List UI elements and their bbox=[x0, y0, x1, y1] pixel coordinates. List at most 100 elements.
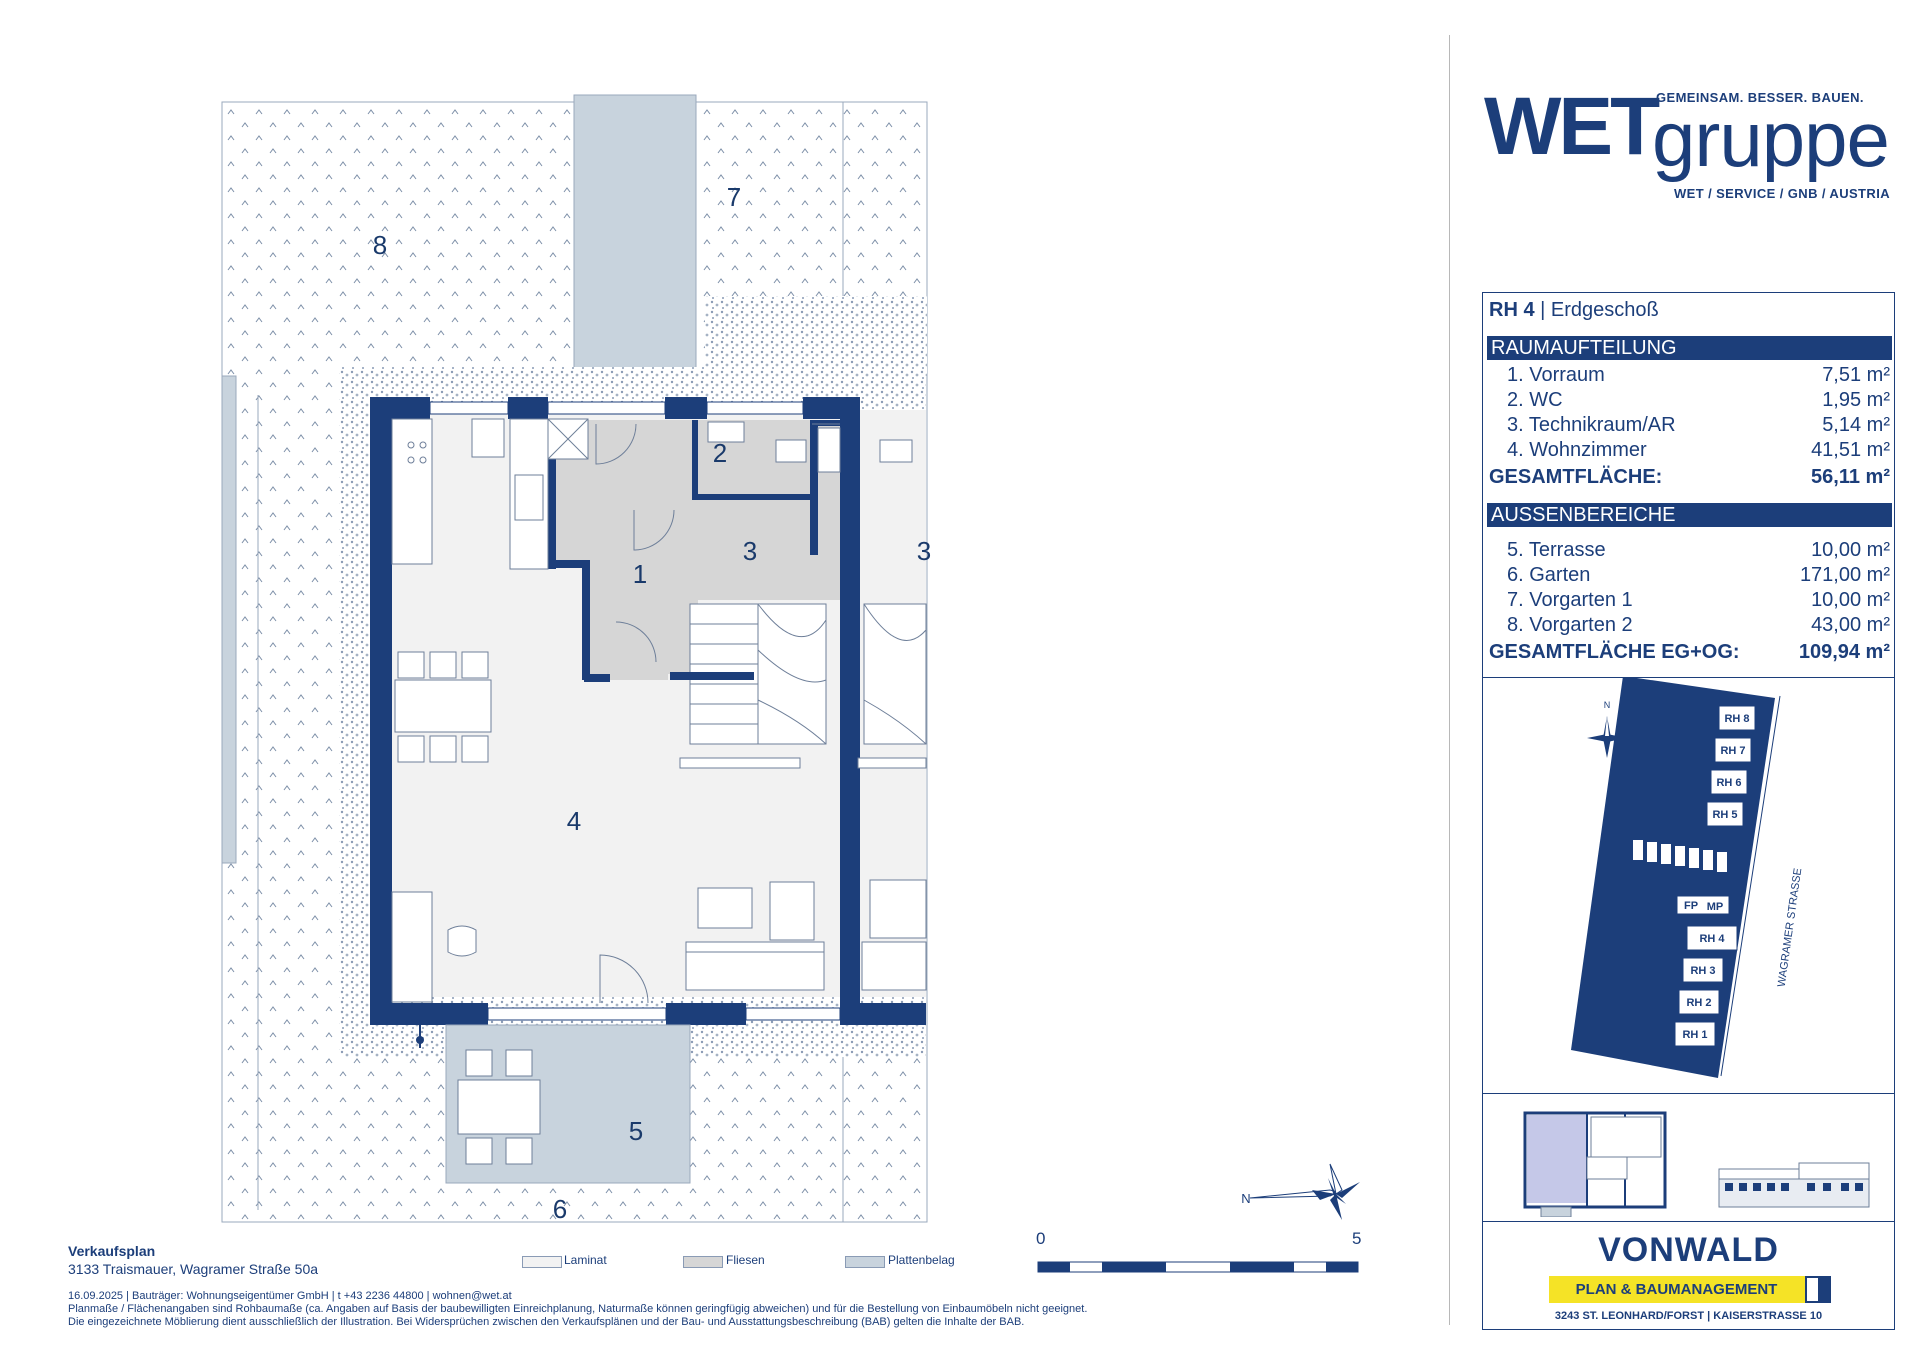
site-compass: N bbox=[1587, 700, 1627, 758]
entrance-path bbox=[573, 94, 697, 396]
outdoor-name: 6. Garten bbox=[1507, 564, 1591, 586]
unit-title: RH 4 | Erdgeschoß bbox=[1489, 299, 1659, 321]
outdoor-area: 171,00 m² bbox=[1799, 564, 1890, 586]
sofa bbox=[679, 757, 927, 991]
vonwald-logo-name: VONWALD bbox=[1598, 1231, 1779, 1269]
room-area: 5,14 m² bbox=[1822, 414, 1890, 436]
vonwald-address: 3243 ST. LEONHARD/FORST | KAISERSTRASSE … bbox=[1554, 1310, 1823, 1322]
room-area: 1,95 m² bbox=[1822, 389, 1890, 411]
unit-name: RH 4 bbox=[1489, 299, 1535, 321]
kitchen bbox=[391, 418, 589, 570]
outdoor-row: 5. Terrasse 10,00 m² bbox=[1507, 538, 1890, 563]
room-number-1: 1 bbox=[633, 559, 647, 589]
room-number-7: 7 bbox=[727, 182, 741, 212]
outdoor-row: 7. Vorgarten 1 10,00 m² bbox=[1507, 588, 1890, 613]
wet-gruppe-logo: WET gruppe GEMEINSAM. BESSER. BAUEN. WET… bbox=[1484, 86, 1896, 206]
room-name: 4. Wohnzimmer bbox=[1507, 439, 1647, 461]
wc-fixtures bbox=[707, 421, 913, 473]
logo-gruppe-text: gruppe bbox=[1652, 95, 1890, 183]
windows bbox=[429, 401, 841, 1021]
total-eg-og-label: GESAMTFLÄCHE EG+OG: bbox=[1489, 641, 1740, 663]
scale-start-label: 0 bbox=[1036, 1229, 1046, 1248]
room-row: 1. Vorraum 7,51 m² bbox=[1507, 363, 1890, 388]
legend-label-plattenbelag: Plattenbelag bbox=[888, 1253, 955, 1267]
outdoor-area: 43,00 m² bbox=[1811, 614, 1890, 636]
vonwald-tagline-bar: PLAN & BAUMANAGEMENT bbox=[1549, 1276, 1831, 1303]
compass-north-letter: N bbox=[1241, 1191, 1250, 1206]
thumbnails bbox=[1523, 1111, 1870, 1217]
legend-label-fliesen: Fliesen bbox=[726, 1253, 765, 1267]
legend-swatch-laminat bbox=[522, 1256, 562, 1268]
logo-wet-text: WET bbox=[1484, 81, 1660, 172]
vonwald-tagline: PLAN & BAUMANAGEMENT bbox=[1575, 1281, 1778, 1298]
room-area: 7,51 m² bbox=[1822, 364, 1890, 386]
scale-end-label: 5 bbox=[1352, 1229, 1362, 1248]
total-eg-og: GESAMTFLÄCHE EG+OG: 109,94 m² bbox=[1489, 639, 1890, 665]
legend-swatch-fliesen bbox=[683, 1256, 723, 1268]
site-plan: RH 8 RH 7 RH 6 RH 5 RH 4 RH 3 RH 2 RH 1 … bbox=[1571, 678, 1805, 1078]
total-interior-value: 56,11 m² bbox=[1811, 466, 1890, 488]
site-unit-rh4: RH 4 bbox=[1699, 933, 1725, 945]
legend-swatch-plattenbelag bbox=[845, 1256, 885, 1268]
walls bbox=[370, 397, 926, 1025]
unit-level: Erdgeschoß bbox=[1550, 299, 1659, 321]
compass-rose: N bbox=[1241, 1163, 1360, 1220]
total-eg-og-value: 109,94 m² bbox=[1798, 641, 1890, 663]
room-number-4: 4 bbox=[567, 806, 581, 836]
floor-plan: 1 2 3 4 5 6 7 8 3 N bbox=[221, 94, 1360, 1273]
site-unit-rh1: RH 1 bbox=[1682, 1029, 1707, 1041]
footer-title: Verkaufsplan bbox=[68, 1243, 156, 1259]
staircase bbox=[689, 603, 927, 745]
room-number-3: 3 bbox=[743, 536, 757, 566]
footer-line-1: 16.09.2025 | Bauträger: Wohnungseigentüm… bbox=[68, 1290, 512, 1302]
vonwald-mark-icon bbox=[1805, 1276, 1831, 1303]
doors bbox=[595, 423, 840, 1004]
floor-thumbnail bbox=[1523, 1111, 1667, 1217]
fliesen-floor bbox=[548, 420, 840, 680]
outdoor-name: 5. Terrasse bbox=[1507, 539, 1606, 561]
total-interior-label: GESAMTFLÄCHE: bbox=[1489, 466, 1663, 488]
outdoor-name: 8. Vorgarten 2 bbox=[1507, 614, 1633, 636]
site-unit-rh6: RH 6 bbox=[1716, 777, 1741, 789]
room-number-6: 6 bbox=[553, 1194, 567, 1224]
site-street-label: WAGRAMER STRASSE bbox=[1776, 867, 1805, 988]
desk bbox=[391, 891, 477, 1003]
footer-line-3: Die eingezeichnete Möblierung dient auss… bbox=[68, 1316, 1025, 1328]
site-compass-north: N bbox=[1604, 700, 1611, 710]
room-number-3-partial: 3 bbox=[917, 536, 931, 566]
outdoor-row: 6. Garten 171,00 m² bbox=[1507, 563, 1890, 588]
side-strip bbox=[221, 375, 237, 864]
footer-line-2: Planmaße / Flächenangaben sind Rohbaumaß… bbox=[68, 1303, 1088, 1315]
legend-label-laminat: Laminat bbox=[564, 1253, 607, 1267]
terrace-furniture bbox=[457, 1049, 541, 1165]
total-interior: GESAMTFLÄCHE: 56,11 m² bbox=[1489, 464, 1890, 490]
room-number-2: 2 bbox=[713, 438, 727, 468]
room-name: 1. Vorraum bbox=[1507, 364, 1605, 386]
section-aussenbereiche-header: AUSSENBEREICHE bbox=[1487, 503, 1892, 527]
room-row: 3. Technikraum/AR 5,14 m² bbox=[1507, 413, 1890, 438]
room-number-5: 5 bbox=[629, 1116, 643, 1146]
site-mp-label: MP bbox=[1707, 901, 1724, 913]
site-unit-rh8: RH 8 bbox=[1724, 713, 1749, 725]
room-name: 3. Technikraum/AR bbox=[1507, 414, 1676, 436]
logo-subtitle: WET / SERVICE / GNB / AUSTRIA bbox=[1673, 186, 1890, 201]
logo-slogan: GEMEINSAM. BESSER. BAUEN. bbox=[1656, 90, 1864, 105]
room-row: 4. Wohnzimmer 41,51 m² bbox=[1507, 438, 1890, 463]
panel-divider bbox=[1449, 35, 1450, 1325]
outdoor-area: 10,00 m² bbox=[1811, 539, 1890, 561]
room-name: 2. WC bbox=[1507, 389, 1563, 411]
room-number-8: 8 bbox=[373, 230, 387, 260]
site-unit-rh3: RH 3 bbox=[1690, 965, 1715, 977]
room-row: 2. WC 1,95 m² bbox=[1507, 388, 1890, 413]
outdoor-row: 8. Vorgarten 2 43,00 m² bbox=[1507, 613, 1890, 638]
info-panel: RH 4 | Erdgeschoß RAUMAUFTEILUNG 1. Vorr… bbox=[1482, 292, 1895, 1330]
site-fp-label: FP bbox=[1684, 900, 1698, 912]
site-unit-rh5: RH 5 bbox=[1712, 809, 1737, 821]
dining-set bbox=[394, 651, 492, 763]
site-unit-rh2: RH 2 bbox=[1686, 997, 1711, 1009]
building-elevation-thumbnail bbox=[1718, 1162, 1870, 1208]
outdoor-name: 7. Vorgarten 1 bbox=[1507, 589, 1633, 611]
footer-address: 3133 Traismauer, Wagramer Straße 50a bbox=[68, 1261, 319, 1277]
room-area: 41,51 m² bbox=[1811, 439, 1890, 461]
outdoor-area: 10,00 m² bbox=[1811, 589, 1890, 611]
